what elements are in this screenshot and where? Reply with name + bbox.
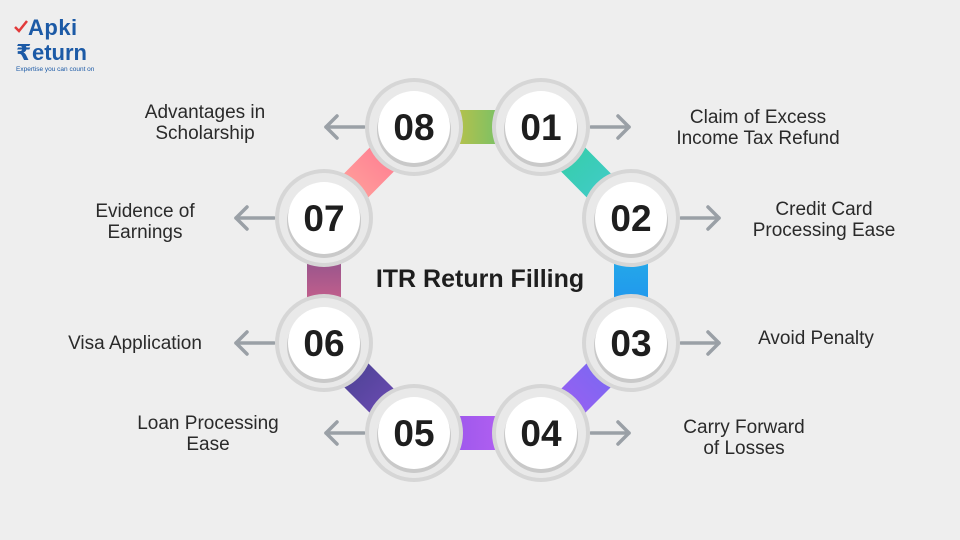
arrow-icon-05: [324, 420, 366, 446]
node-number: 08: [393, 107, 434, 148]
arrow-icon-03: [679, 330, 721, 356]
label-03: Avoid Penalty: [696, 328, 936, 349]
node-06: 06: [275, 294, 373, 392]
node-number: 01: [520, 107, 561, 148]
label-line: Visa Application: [68, 332, 202, 354]
numbered-nodes: 01 02 03 04 05 06 07 08: [275, 78, 680, 482]
node-07: 07: [275, 169, 373, 267]
label-line: Processing Ease: [752, 220, 896, 241]
node-03: 03: [582, 294, 680, 392]
label-line: Ease: [186, 434, 230, 455]
label-line: Claim of Excess: [689, 107, 827, 128]
label-line: Carry Forward: [683, 417, 805, 438]
arrow-icon-01: [589, 114, 631, 140]
label-line: Income Tax Refund: [676, 128, 840, 149]
arrow-icon-04: [589, 420, 631, 446]
label-06: Visa Application: [15, 333, 255, 354]
arrow-icon-06: [234, 330, 276, 356]
node-08: 08: [365, 78, 463, 176]
node-number: 03: [610, 323, 651, 364]
label-line: Loan Processing: [137, 413, 279, 434]
label-line: Evidence of: [95, 201, 195, 222]
node-01: 01: [492, 78, 590, 176]
arrow-icon-07: [234, 205, 276, 231]
node-05: 05: [365, 384, 463, 482]
label-line: Scholarship: [155, 123, 255, 144]
logo: Apki ₹ eturn Expertise you can count on: [14, 15, 126, 78]
arrow-icon-08: [324, 114, 366, 140]
node-04: 04: [492, 384, 590, 482]
logo-tagline: Expertise you can count on: [16, 66, 95, 73]
node-number: 02: [610, 198, 651, 239]
label-line: of Losses: [703, 438, 785, 459]
checkmark-icon: [14, 20, 28, 33]
arrow-icon-02: [679, 205, 721, 231]
label-line: Earnings: [107, 222, 183, 243]
label-line: Avoid Penalty: [758, 327, 874, 349]
logo-text-eturn: eturn: [32, 40, 87, 65]
node-02: 02: [582, 169, 680, 267]
node-number: 06: [303, 323, 344, 364]
node-number: 05: [393, 413, 434, 454]
direction-arrows: [234, 114, 721, 446]
logo-text-apki: Apki: [28, 15, 78, 40]
center-title: ITR Return Filling: [376, 265, 584, 293]
logo-rupee-symbol: ₹: [16, 40, 32, 65]
label-line: Credit Card: [775, 199, 873, 220]
label-line: Advantages in: [144, 102, 266, 123]
node-number: 07: [303, 198, 344, 239]
node-number: 04: [520, 413, 562, 454]
